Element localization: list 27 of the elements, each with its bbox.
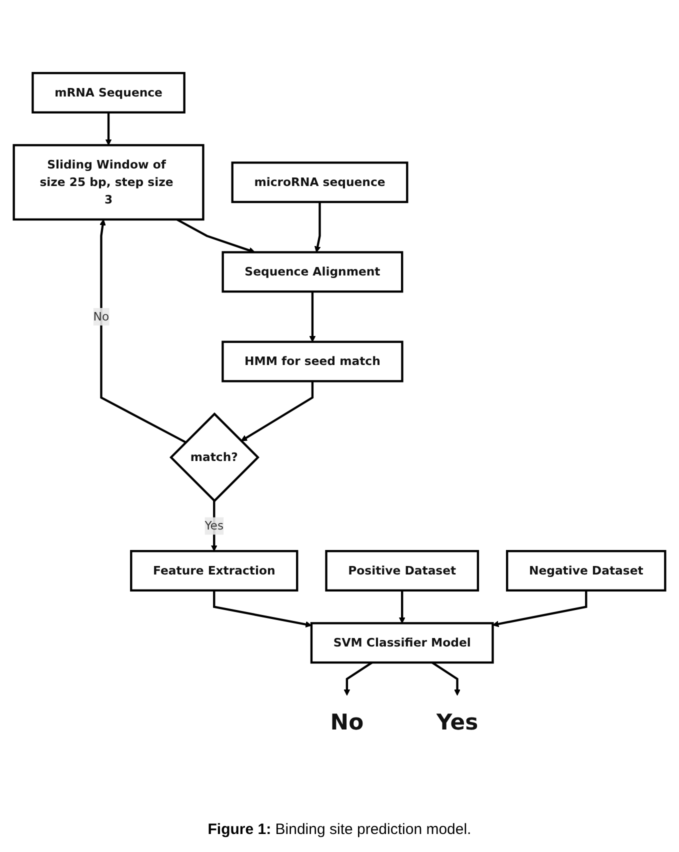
arrow [210, 500, 218, 552]
arrow [105, 112, 112, 146]
node-box: microRNA sequence [231, 162, 408, 204]
arrow [398, 590, 406, 624]
node-box: HMM for seed match [222, 340, 404, 382]
arrow [314, 202, 321, 253]
arrow [213, 590, 312, 628]
arrow [100, 219, 186, 444]
arrow [240, 381, 314, 442]
arrow [176, 218, 256, 254]
node-box: Negative Dataset [506, 550, 666, 592]
figure-caption: Figure 1: Binding site prediction model. [208, 821, 472, 838]
node-box: Sliding Window of size 25 bp, step size 3 [12, 144, 204, 221]
node-text: No [330, 710, 364, 736]
edge-label: No [93, 309, 110, 324]
arrow [344, 662, 373, 696]
edge-label: Yes [204, 518, 224, 533]
node-box: mRNA Sequence [32, 72, 186, 114]
node-box: Feature Extraction [130, 550, 298, 592]
arrow [492, 590, 588, 628]
node-box: SVM Classifier Model [310, 622, 494, 664]
arrow [309, 292, 316, 342]
node-box: Positive Dataset [325, 550, 480, 592]
node-text: Yes [436, 710, 478, 736]
node-box: Sequence Alignment [222, 251, 404, 293]
node-diamond: match? [170, 412, 260, 502]
arrow [432, 662, 460, 696]
